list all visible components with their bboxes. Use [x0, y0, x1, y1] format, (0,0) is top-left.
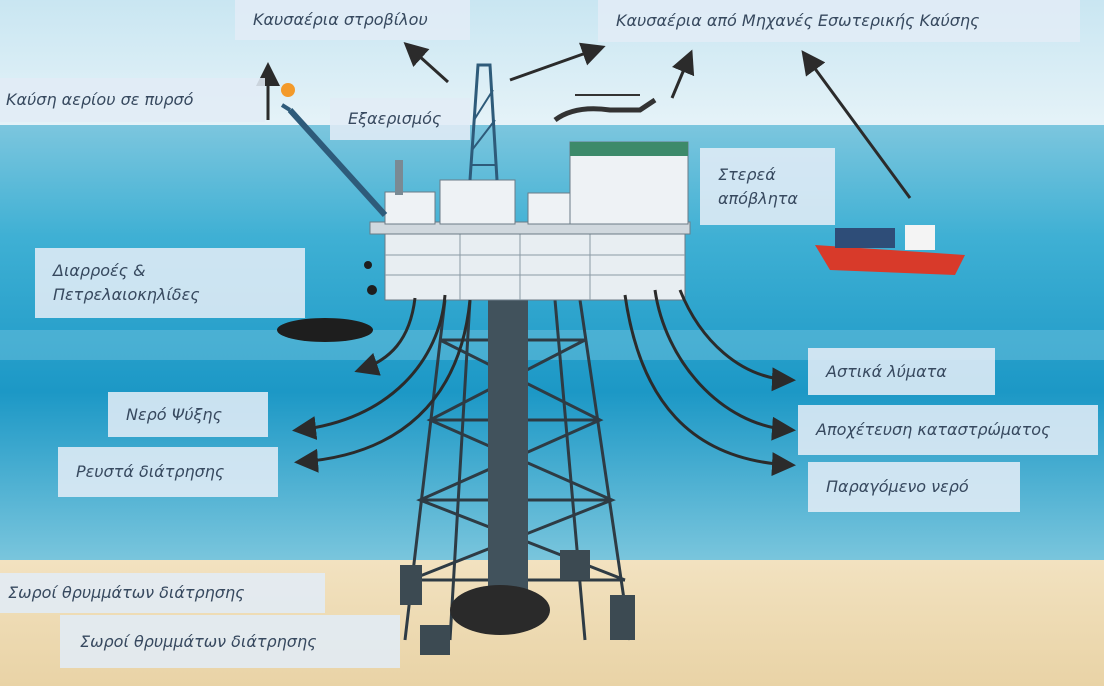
seabed-structure: [400, 550, 635, 655]
label-solid-waste: Στερεά απόβλητα: [700, 148, 835, 225]
label-solid-waste-line2: απόβλητα: [718, 188, 798, 208]
platform-topsides: [280, 63, 691, 301]
label-drilling-fluids: Ρευστά διάτρησης: [58, 447, 278, 497]
label-engine-exhaust: Καυσαέρια από Μηχανές Εσωτερικής Καύσης: [598, 0, 1080, 42]
label-turbine-exhaust: Καυσαέρια στροβίλου: [235, 0, 470, 40]
label-sewage: Αστικά λύματα: [808, 348, 995, 395]
emission-arrows: [256, 41, 912, 477]
helicopter-icon: [553, 94, 657, 123]
oil-slick: [277, 318, 373, 342]
platform-jacket: [403, 299, 632, 641]
label-produced-water: Παραγόμενο νερό: [808, 462, 1020, 512]
label-spills-line2: Πετρελαιοκηλίδες: [53, 285, 200, 304]
label-spills: Διαρροές & Πετρελαιοκηλίδες: [35, 248, 305, 318]
label-spills-line1: Διαρροές &: [53, 261, 146, 280]
label-deck-drainage: Αποχέτευση καταστρώματος: [798, 405, 1098, 455]
label-cooling-water: Νερό Ψύξης: [108, 392, 268, 437]
supply-ship-icon: [815, 225, 965, 275]
flare-icon: [281, 83, 295, 97]
label-cuttings-piles-2: Σωροί θρυμμάτων διάτρησης: [60, 615, 400, 668]
label-solid-waste-line1: Στερεά: [718, 164, 776, 184]
label-cuttings-piles-1: Σωροί θρυμμάτων διάτρησης: [0, 573, 325, 613]
label-flaring: Καύση αερίου σε πυρσό: [0, 78, 265, 122]
label-venting: Εξαερισμός: [330, 98, 470, 140]
